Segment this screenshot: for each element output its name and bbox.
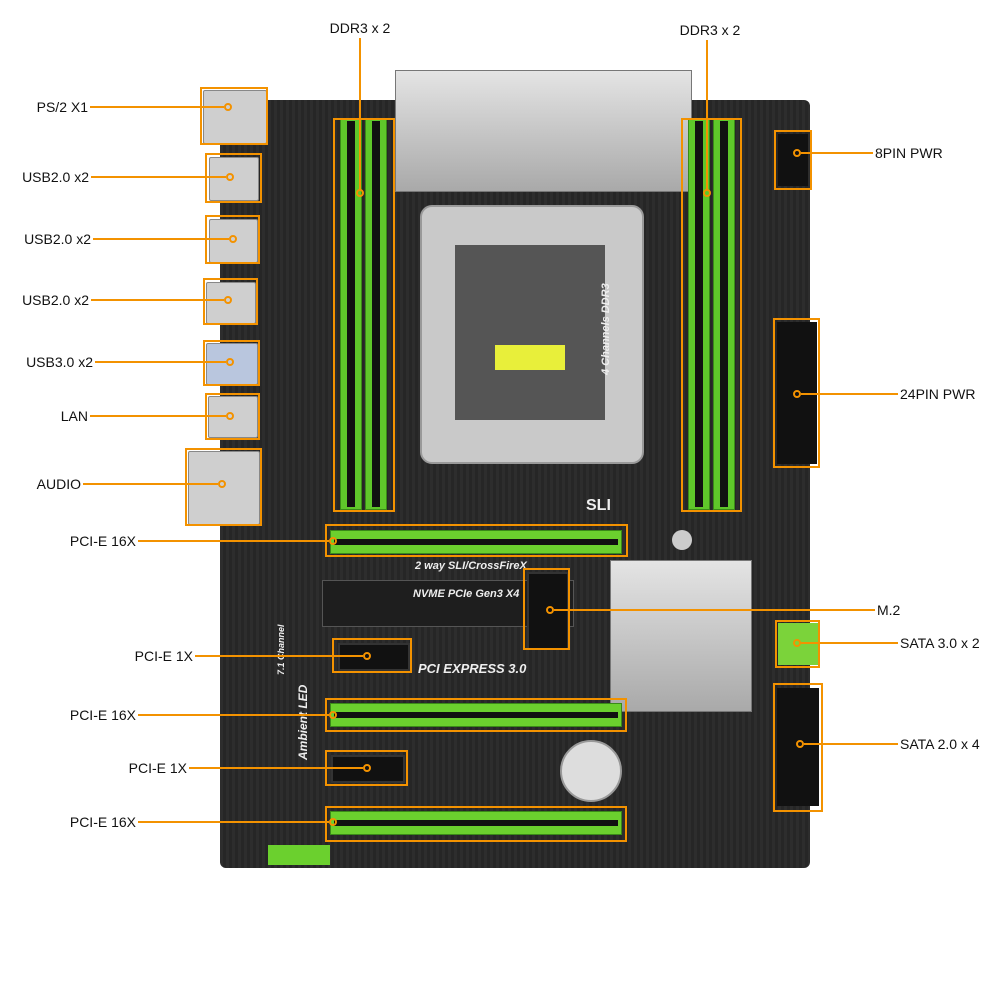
usb2-port: [206, 282, 256, 324]
callout-box: [203, 340, 260, 386]
ps2-port: [203, 90, 267, 144]
callout-line: [83, 483, 218, 485]
callout-dot: [226, 412, 234, 420]
callout-label: USB2.0 x2: [22, 169, 89, 185]
callout-box: [775, 620, 820, 668]
callout-dot: [796, 740, 804, 748]
audio-ports: [188, 451, 260, 525]
callout-dot: [224, 296, 232, 304]
callout-box: [205, 153, 262, 203]
8pin-power-connector: [778, 134, 808, 186]
callout-label: USB2.0 x2: [24, 231, 91, 247]
callout-dot: [224, 103, 232, 111]
callout-line: [804, 743, 898, 745]
pcie-x16-slot: [330, 530, 622, 554]
pcie-x1-slot: [338, 643, 410, 671]
callout-box: [773, 683, 823, 812]
callout-label: PCI-E 1X: [134, 648, 193, 664]
vrm-heatsink: [395, 70, 692, 192]
dimm-slot: [365, 118, 387, 510]
callout-dot: [363, 764, 371, 772]
pcie-print: PCI EXPRESS 3.0: [418, 661, 527, 676]
callout-box: [200, 87, 268, 145]
callout-label: 8PIN PWR: [875, 145, 943, 161]
callout-box: [333, 118, 395, 512]
callout-box: [681, 118, 742, 512]
callout-label: PCI-E 16X: [69, 533, 136, 549]
chipset-heatsink: [610, 560, 752, 712]
callout-dot: [793, 390, 801, 398]
callout-dot: [329, 711, 337, 719]
dimm-slot: [340, 118, 362, 510]
callout-line: [138, 540, 329, 542]
callout-dot: [363, 652, 371, 660]
callout-dot: [793, 149, 801, 157]
callout-dot: [329, 537, 337, 545]
dimm-slot: [713, 118, 735, 510]
callout-label: LAN: [60, 408, 88, 424]
callout-dot: [546, 606, 554, 614]
usb2-port: [209, 157, 259, 201]
callout-label: M.2: [877, 602, 901, 618]
callout-box: [185, 448, 262, 526]
sli-logo: SLI: [586, 497, 611, 514]
cpu-socket-pins: [455, 245, 605, 420]
callout-dot: [703, 189, 711, 197]
callout-dot: [329, 818, 337, 826]
callout-dot: [793, 639, 801, 647]
nvme-print: NVME PCIe Gen3 X4: [413, 588, 520, 600]
callout-label: 24PIN PWR: [900, 386, 976, 402]
callout-label: PS/2 X1: [36, 99, 88, 115]
socket-cover-label: [495, 345, 565, 370]
pcie-x16-slot: [330, 811, 622, 835]
ddr-print: 4 Channels DDR3: [600, 283, 612, 375]
callout-label: USB3.0 x2: [26, 354, 93, 370]
callout-label: DDR3 x 2: [329, 20, 391, 36]
callout-label: SATA 3.0 x 2: [900, 635, 980, 651]
callout-line: [138, 714, 329, 716]
callout-box: [325, 806, 627, 842]
callout-dot: [226, 173, 234, 181]
callout-label: PCI-E 16X: [69, 707, 136, 723]
callout-box: [325, 698, 627, 732]
callout-line: [90, 106, 224, 108]
callout-line: [93, 238, 229, 240]
mounting-hole: [672, 530, 692, 550]
callout-dot: [356, 189, 364, 197]
callout-dot: [229, 235, 237, 243]
callout-label: PCI-E 1X: [128, 760, 187, 776]
callout-line: [95, 361, 226, 363]
sli-print: 2 way SLI/CrossFireX: [415, 560, 527, 572]
audio-channel-print: 7.1 Channel: [276, 624, 286, 675]
callout-label: AUDIO: [36, 476, 81, 492]
cmos-battery: [560, 740, 622, 802]
callout-dot: [226, 358, 234, 366]
ambient-led-print: Ambient LED: [296, 684, 310, 760]
callout-line: [91, 299, 224, 301]
callout-box: [203, 278, 258, 325]
callout-line: [801, 393, 898, 395]
callout-dot: [218, 480, 226, 488]
callout-line: [90, 415, 226, 417]
callout-line: [801, 642, 898, 644]
callout-line: [359, 38, 361, 189]
callout-box: [325, 524, 628, 557]
callout-label: PCI-E 16X: [69, 814, 136, 830]
callout-line: [91, 176, 226, 178]
callout-line: [189, 767, 363, 769]
callout-line: [138, 821, 329, 823]
callout-label: USB2.0 x2: [22, 292, 89, 308]
callout-label: SATA 2.0 x 4: [900, 736, 980, 752]
led-header: [268, 845, 330, 865]
callout-line: [801, 152, 873, 154]
callout-line: [195, 655, 363, 657]
callout-box: [774, 130, 812, 190]
callout-line: [706, 40, 708, 189]
callout-label: DDR3 x 2: [679, 22, 741, 38]
callout-line: [554, 609, 875, 611]
pcie-x16-slot: [330, 703, 622, 727]
